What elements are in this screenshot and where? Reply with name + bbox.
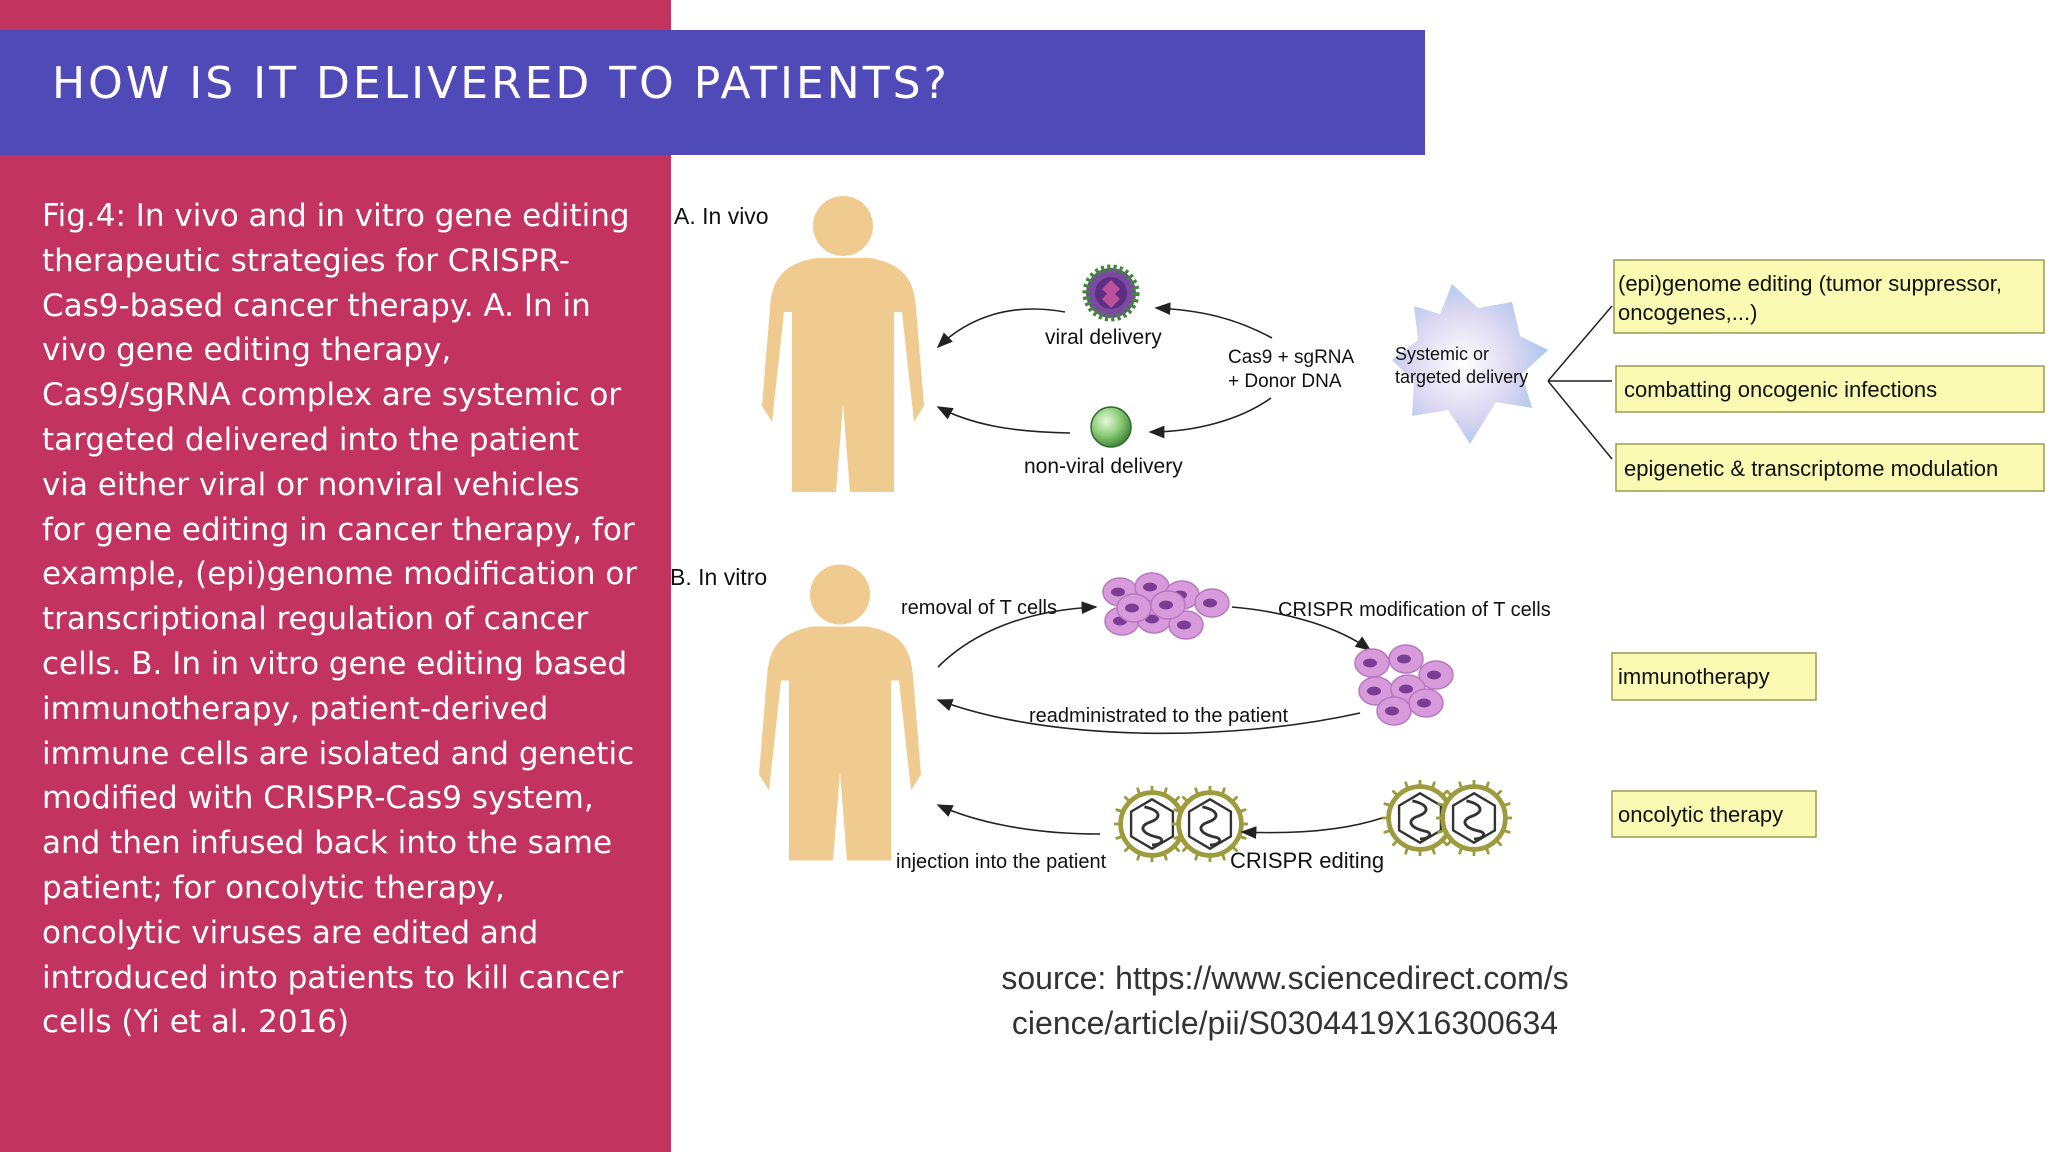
readministrated-label: readministrated to the patient bbox=[1029, 705, 1288, 727]
t-cell-cluster-icon bbox=[1102, 572, 1230, 640]
outcome-epigenome-line-1: (epi)genome editing (tumor suppressor, bbox=[1618, 271, 2002, 296]
donor-dna-label: + Donor DNA bbox=[1228, 371, 1342, 392]
modified-t-cell-cluster-icon bbox=[1354, 644, 1454, 726]
non-viral-delivery-label: non-viral delivery bbox=[1024, 455, 1183, 478]
arrow-cas9-to-viral bbox=[1154, 302, 1273, 339]
branch-line-top bbox=[1547, 305, 1613, 382]
left-panel bbox=[0, 0, 671, 1152]
arrow-cas9-to-nonviral bbox=[1148, 397, 1272, 439]
outcome-box-epigenome: (epi)genome editing (tumor suppressor, o… bbox=[1613, 259, 2045, 334]
arrow-viral-to-patient bbox=[936, 308, 1066, 349]
source-citation: source: https://www.sciencedirect.com/s … bbox=[1001, 960, 1569, 1041]
branch-line-bottom bbox=[1547, 380, 1613, 460]
outcome-infections-label: combatting oncogenic infections bbox=[1624, 377, 1937, 402]
outcome-box-infections: combatting oncogenic infections bbox=[1615, 365, 2045, 413]
oncolytic-therapy-box: oncolytic therapy bbox=[1611, 790, 1817, 838]
arrow-tcells-to-modified bbox=[1231, 606, 1372, 651]
removal-t-cells-label: removal of T cells bbox=[901, 597, 1057, 619]
figure-caption: Fig.4: In vivo and in vitro gene editing… bbox=[42, 198, 638, 1041]
systemic-delivery-label-1: Systemic or bbox=[1395, 344, 1489, 364]
delivery-burst-shape bbox=[1392, 284, 1548, 444]
outcome-epigenetic-label: epigenetic & transcriptome modulation bbox=[1624, 456, 1998, 481]
immunotherapy-box: immunotherapy bbox=[1611, 652, 1817, 701]
arrow-editing-to-virus bbox=[1240, 817, 1383, 839]
virus-icon bbox=[1082, 264, 1140, 322]
slide-title: HOW IS IT DELIVERED TO PATIENTS? bbox=[52, 58, 950, 109]
arrow-nonviral-to-patient bbox=[936, 406, 1071, 434]
in-vitro-label: B. In vitro bbox=[670, 564, 767, 590]
patient-silhouette-in-vitro bbox=[759, 564, 921, 861]
arrow-modified-to-patient bbox=[936, 699, 1361, 735]
cas9-sgrna-label: Cas9 + sgRNA bbox=[1228, 347, 1355, 368]
systemic-delivery-label-2: targeted delivery bbox=[1395, 367, 1528, 387]
crispr-modification-label: CRISPR modification of T cells bbox=[1278, 599, 1551, 621]
arrow-virus-to-patient bbox=[936, 804, 1101, 835]
viral-delivery-label: viral delivery bbox=[1045, 326, 1162, 349]
outcome-box-epigenetic: epigenetic & transcriptome modulation bbox=[1615, 443, 2045, 492]
oncolytic-virus-icon bbox=[1436, 780, 1512, 856]
outcome-epigenome-line-2: oncogenes,...) bbox=[1618, 300, 1757, 325]
injection-label: injection into the patient bbox=[896, 851, 1107, 873]
arrow-patient-to-tcells bbox=[937, 601, 1098, 668]
in-vivo-label: A. In vivo bbox=[674, 203, 769, 229]
oncolytic-therapy-label: oncolytic therapy bbox=[1618, 802, 1783, 827]
patient-silhouette-in-vivo bbox=[762, 196, 924, 492]
title-bar: HOW IS IT DELIVERED TO PATIENTS? bbox=[0, 30, 1425, 155]
green-sphere-icon bbox=[1090, 406, 1132, 448]
crispr-editing-label: CRISPR editing bbox=[1230, 848, 1384, 873]
immunotherapy-label: immunotherapy bbox=[1618, 664, 1770, 689]
